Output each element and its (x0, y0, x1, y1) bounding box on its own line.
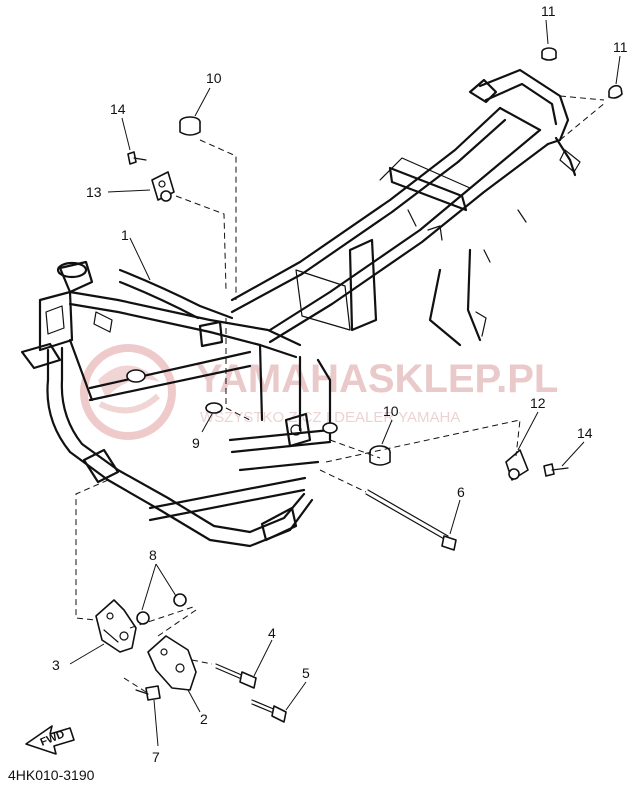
fwd-arrow: FWD (25, 725, 75, 755)
through-bolt-6 (365, 489, 457, 551)
callout-4: 4 (268, 625, 276, 641)
callout-6: 6 (457, 484, 465, 500)
callout-8: 8 (149, 547, 157, 563)
bracket-3 (95, 599, 137, 653)
watermark: YAMAHASKLEP.PL WSZYSTKO Z CZ I DEALER YA… (80, 344, 558, 440)
washer-9 (205, 402, 223, 414)
callout-2: 2 (200, 711, 208, 727)
callout-11-right: 11 (613, 39, 628, 55)
callout-3: 3 (52, 657, 60, 673)
part-code: 4HK010-3190 (8, 767, 95, 783)
callout-14-right: 14 (577, 425, 593, 441)
callout-5: 5 (302, 665, 310, 681)
callout-7: 7 (152, 749, 160, 765)
bolt-4 (215, 663, 257, 689)
leader-lines (69, 19, 621, 747)
callouts: 11 11 10 14 13 1 10 9 12 14 6 8 4 3 5 2 … (52, 3, 628, 765)
bolt-8 (136, 593, 187, 625)
cap-11-upper (541, 47, 557, 61)
watermark-title: YAMAHASKLEP.PL (196, 357, 558, 401)
callout-12: 12 (530, 395, 546, 411)
callout-10-top: 10 (206, 70, 222, 86)
bolt-7 (135, 685, 161, 701)
frame-assembly (20, 68, 581, 548)
callout-9: 9 (192, 435, 200, 451)
cap-11-right (608, 84, 623, 99)
bracket-2 (147, 635, 197, 691)
damper-10-upper (179, 116, 201, 136)
bracket-12 (505, 449, 529, 481)
bolt-14-right (543, 463, 569, 477)
loose-parts (95, 47, 623, 723)
callout-1: 1 (121, 227, 129, 243)
callout-10-mid: 10 (383, 403, 399, 419)
callout-11-top: 11 (541, 3, 556, 19)
bolt-5 (251, 699, 287, 723)
callout-13: 13 (86, 184, 102, 200)
callout-14-top: 14 (110, 101, 126, 117)
bracket-13 (151, 171, 175, 202)
bolt-14-upper (127, 151, 147, 165)
